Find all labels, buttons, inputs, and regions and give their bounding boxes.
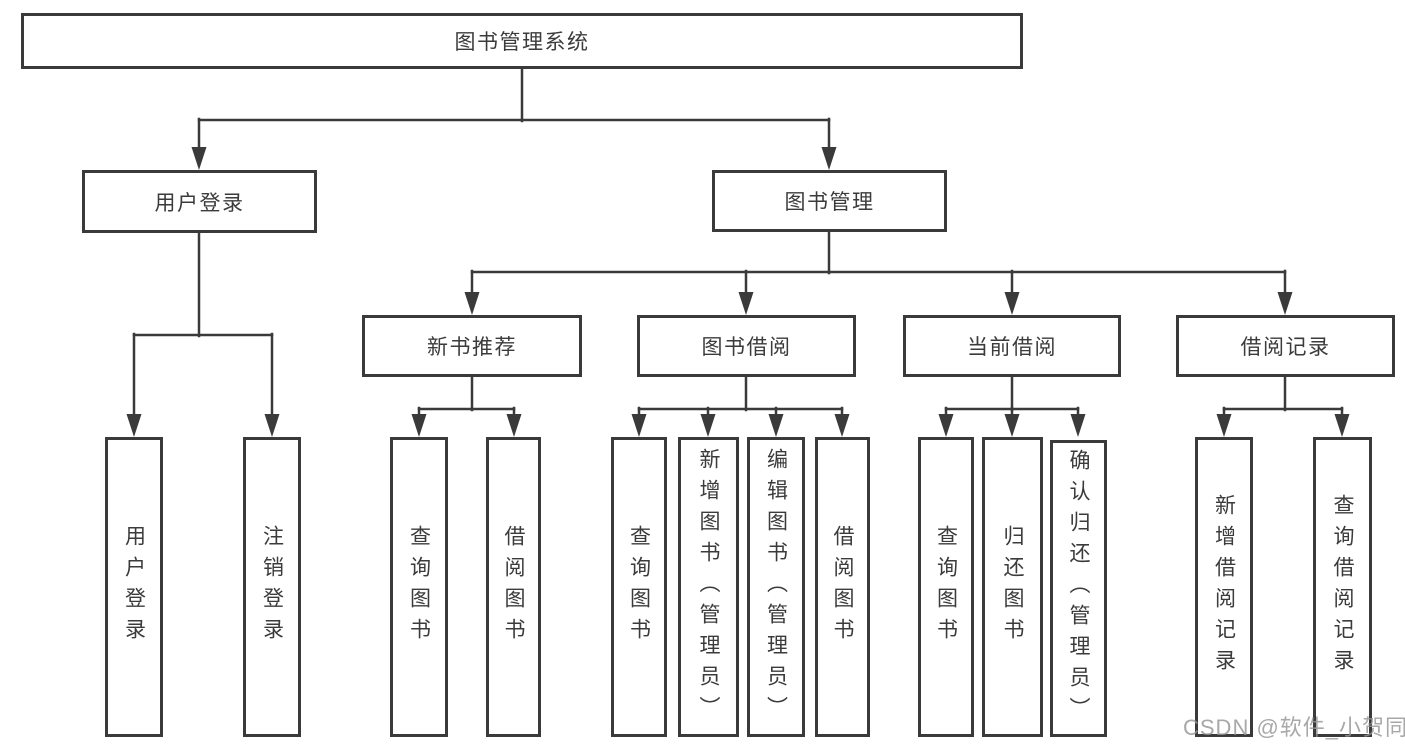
arrowhead-icons [126,147,1350,437]
leaf-return-books: 归还图书 [982,437,1043,737]
node-book-management: 图书管理 [712,170,947,232]
node-book-borrow-label: 图书借阅 [701,336,792,359]
leaf-add-books-admin: 新增图书（管理员） [678,437,739,737]
node-current-borrow-label: 当前借阅 [967,336,1057,359]
node-new-book-recommend: 新书推荐 [362,315,582,377]
leaf-confirm-return-admin-label: 确认归还（管理员） [1067,449,1090,728]
leaf-query-borrow-record: 查询借阅记录 [1313,437,1372,737]
leaf-query-books-current-label: 查询图书 [934,525,958,649]
leaf-borrow-books-recommend-label: 借阅图书 [502,525,525,649]
leaf-add-borrow-record: 新增借阅记录 [1195,437,1253,737]
node-root: 图书管理系统 [21,13,1023,69]
leaf-borrow-books-recommend: 借阅图书 [486,437,541,737]
leaf-edit-books-admin-label: 编辑图书（管理员） [764,447,788,727]
leaf-return-books-label: 归还图书 [1001,525,1024,649]
leaf-add-books-admin-label: 新增图书（管理员） [697,447,720,727]
leaf-borrow-books: 借阅图书 [815,437,870,737]
leaf-query-books-recommend: 查询图书 [390,437,448,737]
node-borrow-records: 借阅记录 [1176,315,1395,377]
node-user-login: 用户登录 [82,170,317,233]
leaf-query-borrow-record-label: 查询借阅记录 [1331,494,1354,680]
node-root-label: 图书管理系统 [454,31,590,54]
node-new-book-recommend-label: 新书推荐 [427,336,517,359]
leaf-query-books-current: 查询图书 [918,437,974,737]
node-current-borrow: 当前借阅 [903,315,1121,377]
leaf-query-books-borrow: 查询图书 [611,437,667,737]
node-book-borrow: 图书借阅 [637,315,856,377]
leaf-confirm-return-admin: 确认归还（管理员） [1050,440,1107,737]
leaf-add-borrow-record-label: 新增借阅记录 [1212,494,1236,680]
csdn-watermark: CSDN @软件_小贺同学 [1183,715,1405,740]
leaf-borrow-books-label: 借阅图书 [831,525,854,649]
node-user-login-label: 用户登录 [154,191,245,215]
leaf-logout: 注销登录 [243,437,301,737]
node-book-management-label: 图书管理 [784,191,875,214]
leaf-logout-label: 注销登录 [260,525,284,649]
leaf-user-login: 用户登录 [105,437,163,737]
node-borrow-records-label: 借阅记录 [1240,336,1331,359]
leaf-query-books-recommend-label: 查询图书 [407,525,431,649]
leaf-query-books-borrow-label: 查询图书 [627,525,651,649]
leaf-edit-books-admin: 编辑图书（管理员） [747,437,805,737]
leaf-user-login-label: 用户登录 [122,525,146,649]
